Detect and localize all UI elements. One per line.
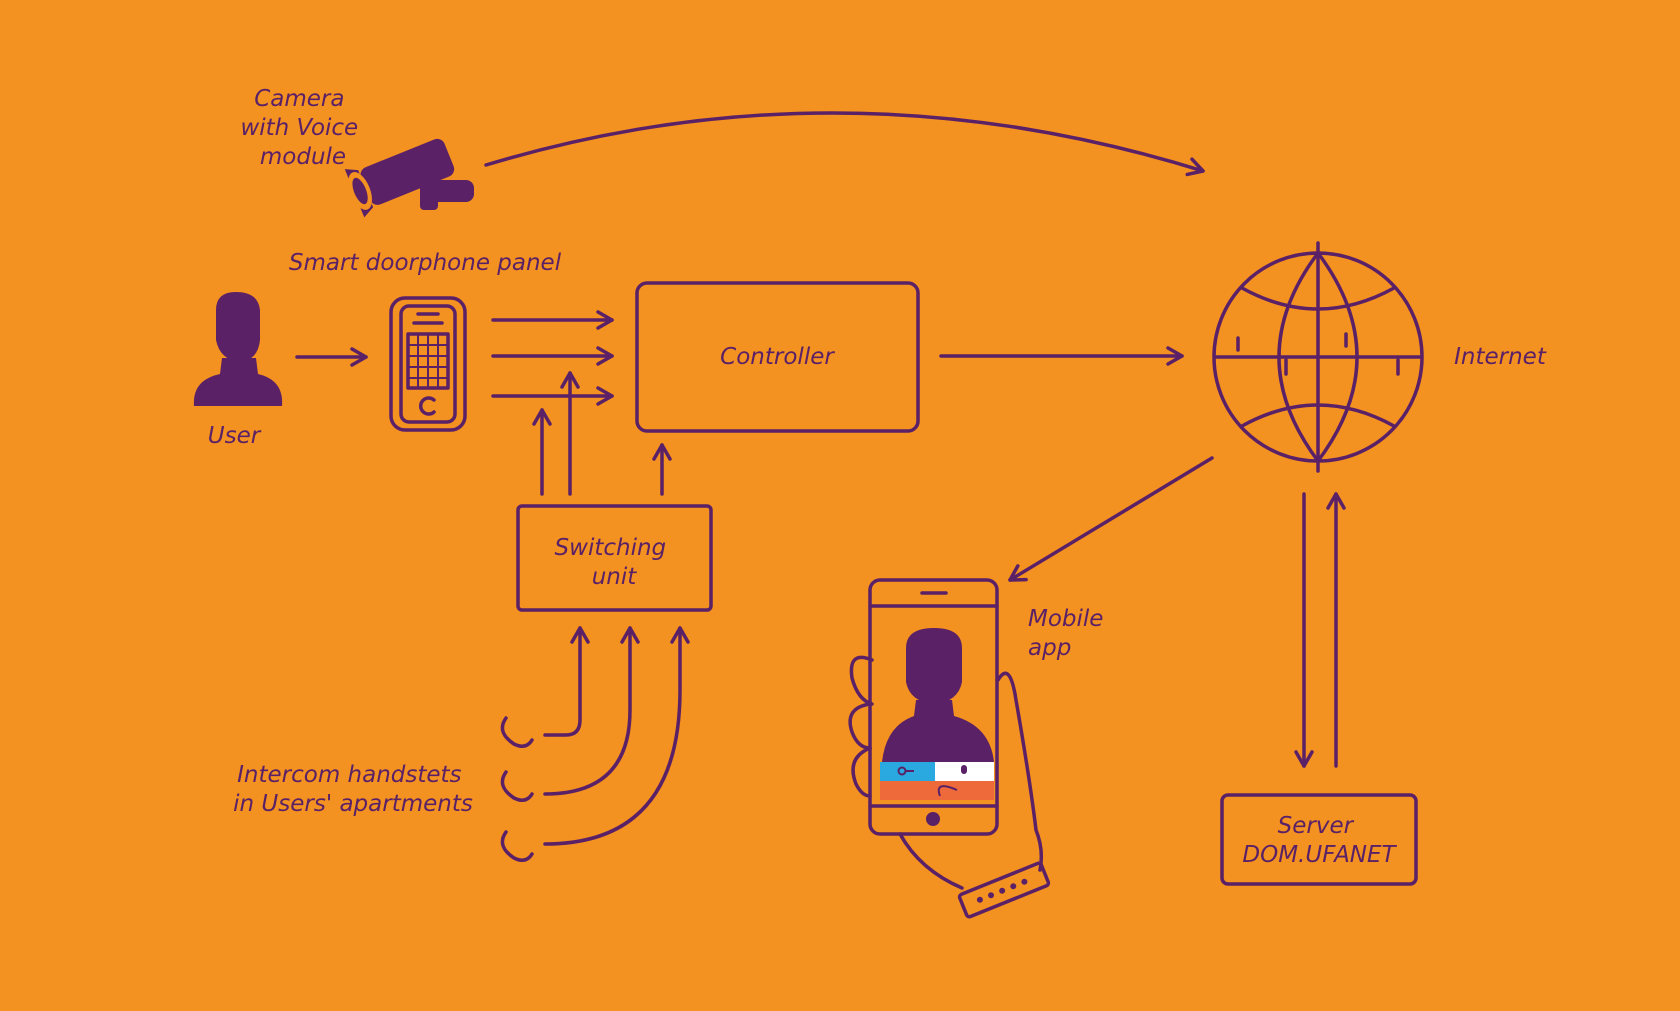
switching-unit-label: Switching unit [555, 535, 674, 590]
server-box [1220, 793, 1418, 886]
internet-to-mobile-arrow [1008, 456, 1214, 582]
handsets-label: Intercom handstets in Users' apartments [233, 762, 473, 817]
handset-icon [500, 770, 534, 802]
controller-box [635, 281, 920, 433]
mobile-app-label: Mobile app [1028, 606, 1111, 661]
camera-icon [344, 138, 474, 218]
handset-icon [500, 830, 534, 862]
switching-unit-box [516, 504, 713, 612]
server-label: Server DOM.UFANET [1242, 813, 1397, 868]
camera-to-internet-arrow [484, 111, 1205, 177]
internet-label: Internet [1454, 344, 1547, 370]
handset-line-2 [543, 626, 640, 796]
smartphone-icon [848, 578, 1051, 919]
handset-line-1 [543, 626, 590, 737]
user-icon [193, 292, 283, 406]
globe-icon [1212, 241, 1424, 473]
handset-icon [500, 716, 534, 748]
doorphone-panel-icon [389, 296, 467, 432]
camera-label: Camera with Voice module [240, 86, 365, 170]
controller-label: Controller [720, 344, 835, 370]
user-label: User [208, 423, 262, 449]
handset-line-3 [543, 626, 690, 846]
panel-label: Smart doorphone panel [289, 250, 562, 276]
